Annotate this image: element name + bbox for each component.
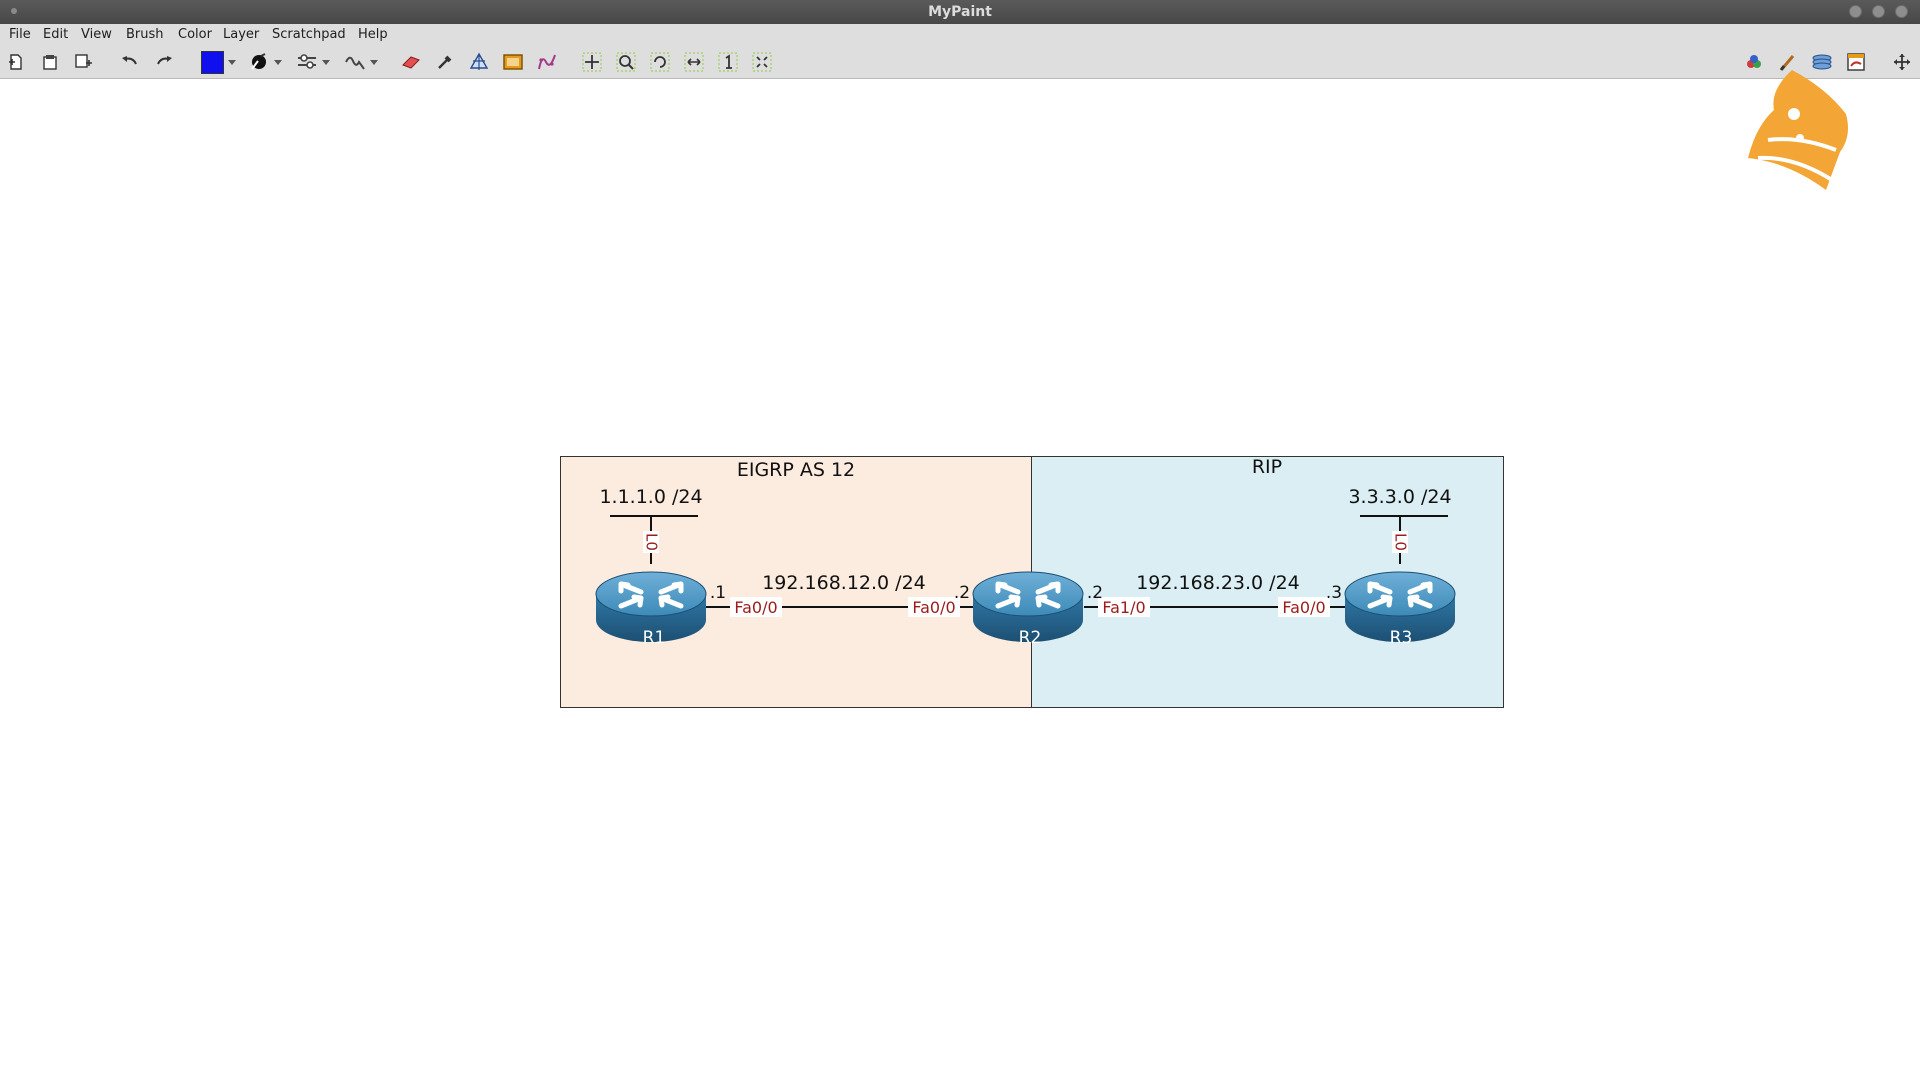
minimize-button[interactable] [1849,5,1862,18]
brush-selector-icon[interactable] [247,50,271,74]
router-r3: R3 [1345,572,1455,648]
r1-host-number: .1 [710,583,726,603]
new-document-icon[interactable] [4,50,28,74]
menu-color[interactable]: Color [178,27,212,42]
router-r2-label: R2 [1019,628,1042,648]
brush-panel-icon[interactable] [1776,50,1800,74]
layers-panel-icon[interactable] [1810,50,1834,74]
redo-icon[interactable] [152,50,176,74]
menu-view[interactable]: View [81,27,112,42]
menu-edit[interactable]: Edit [43,27,69,42]
r2-fa-left-label: Fa0/0 [912,598,955,617]
link-r2-r3-network: 192.168.23.0 /24 [1136,572,1300,594]
brush-dropdown-icon[interactable] [274,60,282,65]
close-button[interactable] [1895,5,1908,18]
inking-tool-icon[interactable] [535,50,559,74]
reset-view-icon[interactable] [716,50,740,74]
r3-host-number: .3 [1326,583,1342,603]
zoom-view-icon[interactable] [614,50,638,74]
eigrp-zone [560,456,1032,708]
network-diagram: EIGRP AS 12 RIP 1.1.1.0 /24 L0 3.3.3.0 /… [560,456,1504,708]
menu-layer[interactable]: Layer [223,27,260,42]
symmetry-icon[interactable] [467,50,491,74]
router-r1-label: R1 [643,628,666,648]
watermark-logo [1740,66,1860,196]
color-panel-icon[interactable] [1742,50,1766,74]
mirror-view-icon[interactable] [682,50,706,74]
r2-right-host-number: .2 [1087,583,1103,603]
router-r3-label: R3 [1390,628,1413,648]
save-as-icon[interactable] [72,50,96,74]
pan-view-icon[interactable] [580,50,604,74]
undo-icon[interactable] [118,50,142,74]
r1-loopback-network: 1.1.1.0 /24 [599,486,702,508]
r1-fa-label-bg [730,597,782,617]
r2-fa-right-label: Fa1/0 [1102,598,1145,617]
color-swatch[interactable] [200,50,224,74]
menu-bar: File Edit View Brush Color Layer Scratch… [0,24,1920,46]
r1-lo-label-bg [643,531,659,553]
rip-zone-label: RIP [1252,456,1282,478]
router-r2: R2 [973,572,1083,648]
router-r1: R1 [596,572,706,648]
r2-left-host-number: .2 [954,583,970,603]
brush-settings-icon[interactable] [295,50,319,74]
frame-icon[interactable] [501,50,525,74]
maximize-button[interactable] [1872,5,1885,18]
rotate-view-icon[interactable] [648,50,672,74]
toolbar [0,46,1920,79]
r1-lo-label: L0 [643,533,661,551]
scratchpad-panel-icon[interactable] [1844,50,1868,74]
freehand-tool-icon[interactable] [343,50,367,74]
title-bar: MyPaint [0,0,1920,24]
window-title: MyPaint [928,4,992,20]
r3-lo-label-bg [1392,531,1408,553]
fullscreen-icon[interactable] [1890,50,1914,74]
menu-scratchpad[interactable]: Scratchpad [272,27,346,42]
r1-fa-label: Fa0/0 [734,598,777,617]
menu-file[interactable]: File [9,27,31,42]
link-r1-r2-network: 192.168.12.0 /24 [762,572,926,594]
settings-dropdown-icon[interactable] [322,60,330,65]
eraser-icon[interactable] [399,50,423,74]
fit-view-icon[interactable] [750,50,774,74]
eigrp-zone-label: EIGRP AS 12 [737,459,855,481]
open-document-icon[interactable] [38,50,62,74]
r3-loopback-network: 3.3.3.0 /24 [1348,486,1451,508]
r2-fa-right-label-bg [1098,597,1150,617]
r2-fa-left-label-bg [908,597,960,617]
window-menu-icon[interactable] [11,8,17,14]
mode-dropdown-icon[interactable] [370,60,378,65]
menu-help[interactable]: Help [358,27,388,42]
r3-lo-label: L0 [1392,533,1410,551]
r3-fa-label: Fa0/0 [1282,598,1325,617]
r3-fa-label-bg [1278,597,1330,617]
color-dropdown-icon[interactable] [228,60,236,65]
menu-brush[interactable]: Brush [126,27,164,42]
color-picker-icon[interactable] [433,50,457,74]
